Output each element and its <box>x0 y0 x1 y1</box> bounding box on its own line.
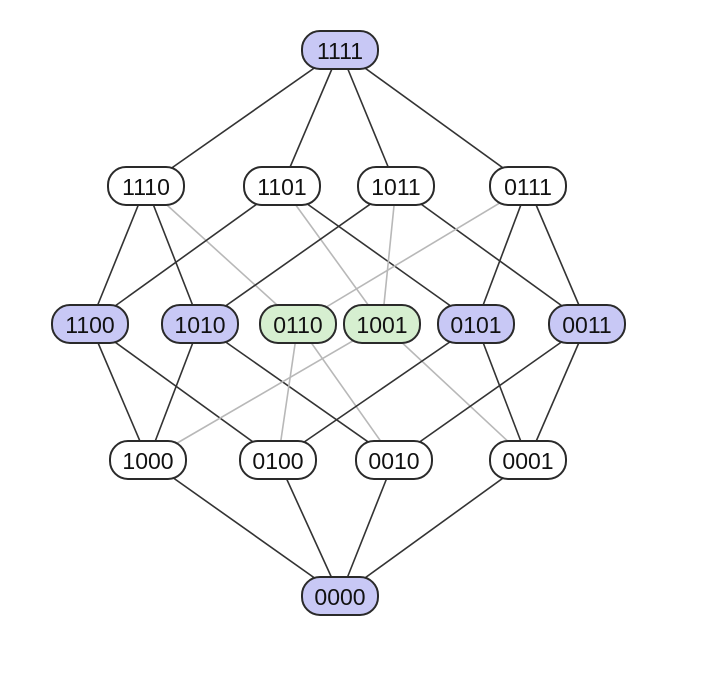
node-label: 0001 <box>502 448 553 474</box>
edge-1110-1100 <box>89 185 147 325</box>
node-0111: 0111 <box>489 166 567 206</box>
node-box <box>355 440 433 480</box>
node-label: 1101 <box>257 174 306 200</box>
edge-1101-1001 <box>281 185 383 325</box>
node-box <box>51 304 129 344</box>
edge-1001-0001 <box>381 323 529 461</box>
node-label: 0111 <box>504 174 552 200</box>
node-label: 0000 <box>314 584 365 610</box>
node-label: 1111 <box>317 38 363 64</box>
node-1010: 1010 <box>161 304 239 344</box>
node-label: 0011 <box>562 312 611 338</box>
node-0101: 0101 <box>437 304 515 344</box>
edge-1000-0000 <box>147 459 341 597</box>
edge-0001-0000 <box>339 459 529 597</box>
edge-0100-0000 <box>277 459 341 597</box>
node-label: 0101 <box>450 312 501 338</box>
edge-0101-0001 <box>475 323 529 461</box>
edge-0101-0100 <box>277 323 477 461</box>
edge-1111-1110 <box>145 49 341 187</box>
node-box <box>109 440 187 480</box>
node-label: 0100 <box>252 448 303 474</box>
node-label: 1100 <box>65 312 114 338</box>
node-box <box>301 30 379 70</box>
node-label: 1010 <box>174 312 225 338</box>
edge-1100-1000 <box>89 323 149 461</box>
node-box <box>489 166 567 206</box>
edge-1011-1010 <box>199 185 397 325</box>
edge-1101-1100 <box>89 185 283 325</box>
edge-1100-0100 <box>89 323 279 461</box>
node-1011: 1011 <box>357 166 435 206</box>
nodes-layer: 1111 1110 1101 1011 0111 1100 1010 0110 1001 0101… <box>51 30 626 616</box>
edge-1011-1001 <box>381 185 397 325</box>
edge-0111-0110 <box>297 185 529 325</box>
edge-1111-1011 <box>339 49 397 187</box>
node-box <box>107 166 185 206</box>
node-1000: 1000 <box>109 440 187 480</box>
node-label: 1000 <box>122 448 173 474</box>
node-0000: 0000 <box>301 576 379 616</box>
node-box <box>161 304 239 344</box>
node-box <box>357 166 435 206</box>
node-box <box>548 304 626 344</box>
node-1100: 1100 <box>51 304 129 344</box>
node-box <box>437 304 515 344</box>
node-box <box>301 576 379 616</box>
node-label: 1110 <box>122 174 170 200</box>
node-0001: 0001 <box>489 440 567 480</box>
edge-0010-0000 <box>339 459 395 597</box>
edge-0111-0101 <box>475 185 529 325</box>
node-box <box>259 304 337 344</box>
edge-1011-0011 <box>395 185 588 325</box>
node-0011: 0011 <box>548 304 626 344</box>
node-label: 0110 <box>273 312 322 338</box>
edge-1101-0101 <box>281 185 477 325</box>
edge-1001-1000 <box>147 323 383 461</box>
node-label: 0010 <box>368 448 419 474</box>
node-0010: 0010 <box>355 440 433 480</box>
edge-1111-0111 <box>339 49 529 187</box>
node-0110: 0110 <box>259 304 337 344</box>
edge-0111-0011 <box>527 185 588 325</box>
edges-layer <box>89 49 588 597</box>
edge-1110-0110 <box>145 185 299 325</box>
node-1101: 1101 <box>243 166 321 206</box>
node-box <box>239 440 317 480</box>
node-1110: 1110 <box>107 166 185 206</box>
node-0100: 0100 <box>239 440 317 480</box>
node-1111: 1111 <box>301 30 379 70</box>
edge-0011-0010 <box>393 323 588 461</box>
edge-0110-0010 <box>297 323 395 461</box>
edge-1111-1101 <box>281 49 341 187</box>
node-label: 1011 <box>371 174 420 200</box>
node-box <box>343 304 421 344</box>
node-label: 1001 <box>356 312 407 338</box>
node-box <box>489 440 567 480</box>
node-1001: 1001 <box>343 304 421 344</box>
edge-1010-0010 <box>199 323 395 461</box>
edge-1110-1010 <box>145 185 201 325</box>
edge-0011-0001 <box>527 323 588 461</box>
node-box <box>243 166 321 206</box>
edge-0110-0100 <box>277 323 299 461</box>
edge-1010-1000 <box>147 323 201 461</box>
